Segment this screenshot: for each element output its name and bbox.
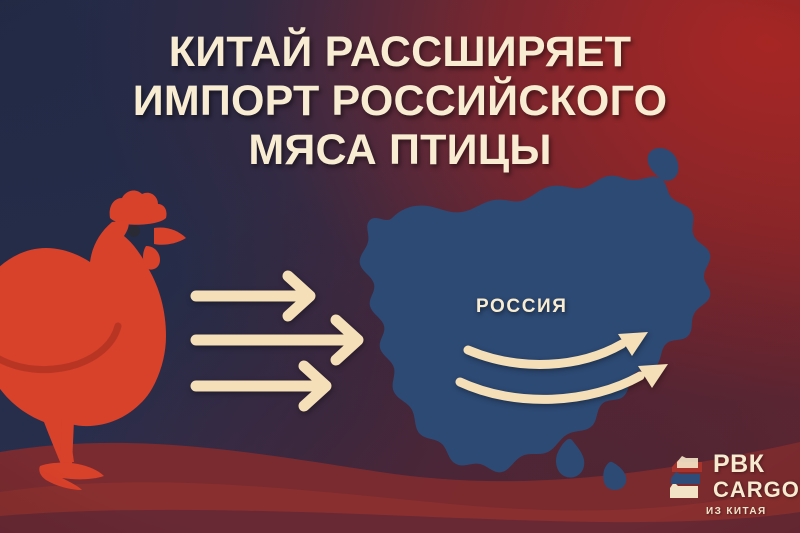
china-map-shape [359, 148, 711, 490]
logo-tagline: ИЗ КИТАЯ [706, 506, 767, 517]
brand-logo[interactable]: РВК CARGO [668, 452, 800, 501]
rooster-eye [128, 225, 140, 237]
curved-arrow-2 [455, 364, 668, 404]
ground-wave-band-lower [0, 509, 800, 533]
flag-mark-icon [670, 455, 702, 498]
rooster-wattle [143, 246, 160, 270]
rooster-leg [60, 420, 74, 466]
rooster-shape [0, 190, 186, 490]
logo-text-block: РВК CARGO [713, 452, 800, 501]
straight-arrow-1 [190, 270, 316, 322]
curved-arrow-1 [463, 332, 648, 369]
rooster-wing-line [0, 322, 122, 374]
russia-map-label: РОССИЯ [476, 296, 568, 317]
rooster-body [0, 220, 166, 462]
straight-arrow-3 [190, 360, 332, 412]
rooster-comb [109, 190, 167, 225]
logo-brand-name: РВК [713, 450, 765, 478]
straight-arrow-2 [190, 314, 364, 366]
rooster-beak [154, 227, 186, 245]
page-title: КИТАЙ РАССШИРЯЕТ ИМПОРТ РОССИЙСКОГО МЯСА… [0, 28, 800, 175]
headline-line-2: ИМПОРТ РОССИЙСКОГО [132, 77, 668, 125]
headline-line-3: МЯСА ПТИЦЫ [248, 126, 552, 174]
rooster-foot [39, 462, 104, 490]
logo-brand-word: CARGO [713, 477, 800, 502]
headline-line-1: КИТАЙ РАССШИРЯЕТ [168, 28, 632, 76]
